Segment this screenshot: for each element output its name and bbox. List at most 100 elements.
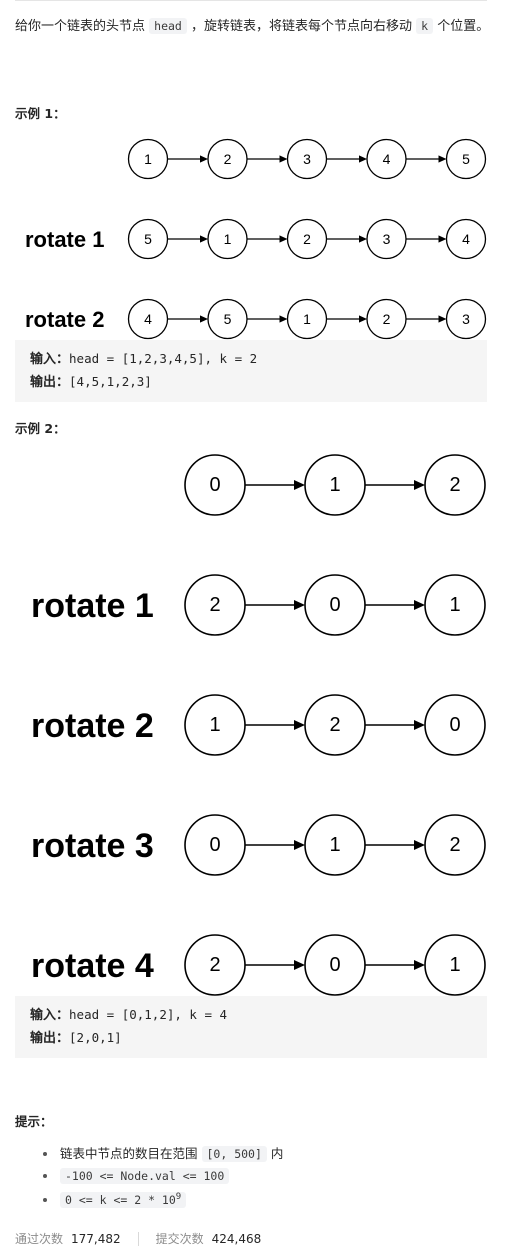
arrowhead [294,720,305,730]
list-node: 2 [207,138,248,180]
node-value: 0 [329,954,340,976]
list-node: 2 [424,814,486,876]
list-node: 5 [207,298,248,340]
node-value: 1 [329,834,340,856]
description-text: ，旋转链表，将链表每个节点向右移动 [191,19,413,34]
arrowhead [294,600,305,610]
node-value: 1 [449,954,460,976]
accepted-label: 通过次数 [15,1232,64,1246]
list-node: 0 [184,814,246,876]
list-node: 1 [304,814,366,876]
list-node: 2 [366,298,407,340]
list-node: 3 [366,218,407,260]
node-value: 1 [329,474,340,496]
list-node: 0 [304,934,366,996]
description-text: 给你一个链表的头节点 [15,19,146,34]
list-node: 1 [304,454,366,516]
example-2-io: 输入：head = [0,1,2], k = 4 输出：[2,0,1] [15,996,487,1058]
arrowhead [294,840,305,850]
node-value: 2 [329,714,340,736]
node-value: 1 [449,594,460,616]
list-node: 0 [304,574,366,636]
example-1-title: 示例 1： [15,106,66,121]
constraint-code: [0, 500] [201,1146,267,1162]
constraint-item: -100 <= Node.val <= 100 [58,1165,283,1187]
list-node: 3 [445,298,487,340]
node-value: 0 [209,474,220,496]
list-node: 4 [445,218,487,260]
list-node: 4 [127,298,169,340]
constraint-code: -100 <= Node.val <= 100 [60,1168,230,1184]
output-value: [4,5,1,2,3] [69,374,152,389]
rotate-label: rotate 1 [25,227,104,252]
constraint-code: 0 <= k <= 2 * 109 [60,1191,187,1208]
description-text: 个位置。 [437,19,490,34]
arrowhead [414,720,425,730]
output-label: 输出： [30,375,70,390]
input-label: 输入： [30,352,70,367]
arrowhead [414,960,425,970]
list-node: 1 [184,694,246,756]
arrowhead [200,315,208,323]
node-value: 1 [209,714,220,736]
input-label: 输入： [30,1008,70,1023]
list-node: 5 [445,138,487,180]
list-node: 0 [184,454,246,516]
node-value: 2 [383,311,391,327]
node-value: 4 [462,231,470,247]
arrowhead [414,600,425,610]
list-node: 2 [424,454,486,516]
node-value: 5 [462,151,470,167]
node-value: 2 [209,954,220,976]
input-value: head = [1,2,3,4,5], k = 2 [69,351,258,366]
problem-description: 给你一个链表的头节点 head ，旋转链表，将链表每个节点向右移动 k 个位置。 [15,16,491,37]
submissions-label: 提交次数 [155,1232,204,1246]
list-node: 3 [286,138,328,180]
arrowhead [359,315,367,323]
list-node: 2 [184,934,246,996]
submissions-value: 424,468 [211,1231,262,1246]
arrowhead [414,480,425,490]
list-node: 1 [286,298,328,340]
rotate-label: rotate 2 [25,307,104,332]
node-value: 4 [383,151,391,167]
node-value: 2 [449,474,460,496]
output-value: [2,0,1] [69,1030,122,1045]
node-value: 1 [303,311,311,327]
arrowhead [438,155,447,163]
node-value: 2 [224,151,232,167]
node-value: 4 [144,311,152,327]
arrowhead [359,155,367,163]
rotate-label: rotate 2 [31,707,154,745]
list-node: 0 [424,694,486,756]
arrowhead [438,235,447,243]
top-divider [15,0,487,1]
list-node: 4 [366,138,407,180]
arrowhead [279,235,288,243]
arrowhead [200,155,208,163]
example-1-io: 输入：head = [1,2,3,4,5], k = 2 输出：[4,5,1,2… [15,340,487,402]
arrowhead [279,155,288,163]
node-value: 3 [303,151,311,167]
arrowhead [359,235,367,243]
node-value: 5 [224,311,232,327]
arrowhead [414,840,425,850]
node-value: 2 [209,594,220,616]
code-k: k [416,18,434,34]
rotate-label: rotate 3 [31,827,154,865]
list-node: 2 [304,694,366,756]
node-value: 0 [449,714,460,736]
arrowhead [294,960,305,970]
submission-stats: 通过次数 177,482 提交次数 424,468 [15,1230,261,1247]
node-value: 2 [449,834,460,856]
arrowhead [438,315,447,323]
stats-divider [137,1231,139,1246]
list-node: 1 [127,138,169,180]
node-value: 3 [383,231,391,247]
arrowhead [279,315,288,323]
constraint-item: 链表中节点的数目在范围 [0, 500] 内 [58,1143,283,1165]
node-value: 0 [209,834,220,856]
list-node: 5 [127,218,169,260]
rotate-label: rotate 4 [31,947,154,985]
node-value: 2 [303,231,311,247]
